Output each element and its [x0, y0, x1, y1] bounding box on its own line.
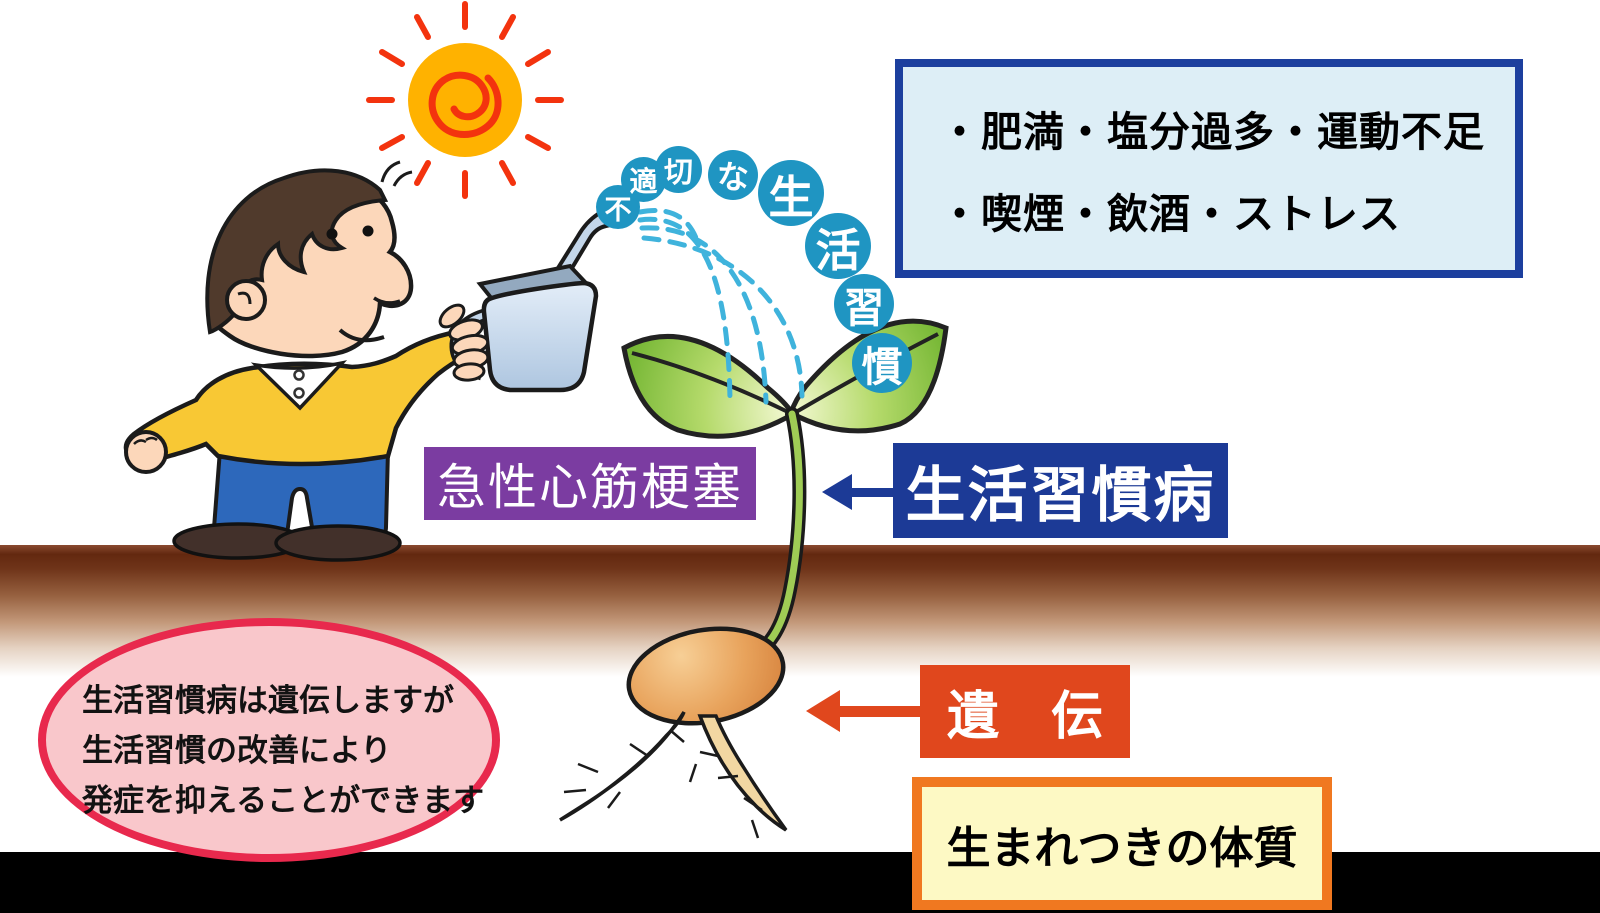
risk-factors-line-1: ・肥満・塩分過多・運動不足 [939, 108, 1485, 155]
plant-sprout [559, 318, 949, 839]
acute-mi-label: 急性心筋梗塞 [424, 447, 756, 520]
water-bubble-char: 生 [758, 160, 824, 226]
man-hair [205, 168, 389, 335]
water-bubble-char: 切 [655, 146, 702, 193]
water-bubble-char: 習 [834, 274, 894, 334]
water-bubble-char: 慣 [852, 333, 912, 393]
watering-can-body [481, 280, 599, 393]
bottom-black-strip [0, 852, 1600, 913]
man-left-fist [124, 430, 168, 474]
lifestyle-disease-arrow [822, 474, 896, 510]
water-bubble-char: な [708, 150, 758, 200]
watering-can [438, 199, 633, 393]
born-constitution-label: 生まれつきの体質 [912, 777, 1332, 910]
risk-factors-box: ・肥満・塩分過多・運動不足 ・喫煙・飲酒・ストレス [895, 59, 1523, 278]
heredity-arrow [806, 690, 922, 732]
note-line-3: 発症を抑えることができます [82, 783, 485, 818]
heredity-label: 遺 伝 [920, 665, 1130, 758]
man-right-hand [438, 303, 490, 382]
water-streams [637, 208, 805, 405]
man-figure [123, 160, 476, 562]
man-ear [225, 279, 267, 321]
risk-factors-line-2: ・喫煙・飲酒・ストレス [939, 190, 1401, 237]
left-leaf [621, 334, 797, 439]
arrowhead-left-icon [806, 690, 840, 732]
arrowhead-left-icon [822, 474, 852, 510]
note-line-1: 生活習慣病は遺伝しますが [82, 683, 454, 718]
note-line-2: 生活習慣の改善により [82, 733, 392, 768]
water-bubble-char: 活 [805, 213, 871, 279]
sun-icon [366, 1, 564, 199]
man-collar [250, 360, 348, 411]
man-right-shoe [274, 524, 402, 562]
roots [559, 711, 788, 832]
heredity-note-ellipse: 生活習慣病は遺伝しますが 生活習慣の改善により 発症を抑えることができます [38, 618, 500, 862]
lifestyle-disease-label: 生活習慣病 [893, 443, 1228, 538]
